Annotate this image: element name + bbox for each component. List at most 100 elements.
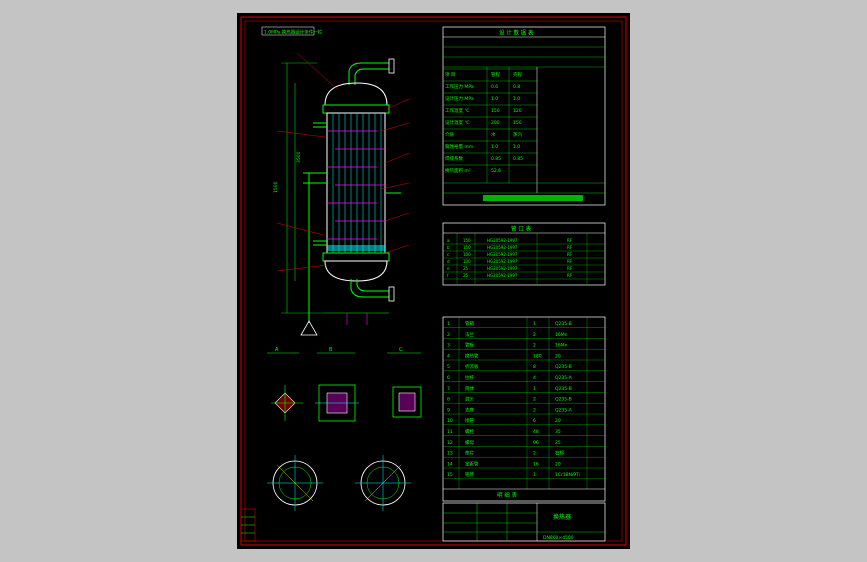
design-row-tube: 0.85 [491,156,501,162]
design-row-tube: 150 [491,108,500,114]
part-row-material: 35 [555,429,561,435]
section-details: A B C [267,347,422,511]
part-row-material: 16Mn [555,343,568,349]
design-row-tube: 水 [491,131,496,138]
nozzle-table-title: 管 口 表 [511,225,531,233]
nozzle-row-dn: 150 [463,245,471,250]
nozzle-row-standard: HG20592-1997 [487,252,518,257]
part-row-quantity: 2 [533,343,536,349]
dim-overall-height: 1500 [273,181,279,193]
part-row-number: 3 [447,343,450,349]
part-row-material: Q235-A [555,375,573,381]
part-row-quantity: 1 [533,386,536,392]
nozzle-row-id: d [447,259,450,264]
dim-shell-height: 3500 [296,151,302,163]
cad-drawing: 1.0MPa 换热器设计条件一栏 [240,16,627,546]
design-row-tube: 52.6 [491,168,501,174]
part-row-quantity: 16 [533,461,539,467]
part-row-material: 16Mn [555,332,568,338]
part-row-name: 铭牌 [465,471,474,478]
part-row-quantity: 180 [533,353,542,359]
design-row-name: 换热面积 m² [445,167,471,174]
nozzle-row-face: RF [567,245,573,250]
top-note-text: 1.0MPa 换热器设计条件一栏 [264,29,323,36]
part-row-number: 7 [447,386,450,392]
title-block-name: 换热器 [553,513,571,521]
nozzle-row-id: a [447,238,450,243]
part-row-number: 1 [447,321,450,327]
design-row-shell: 1.0 [513,144,520,150]
design-row-name: 工作温度 ℃ [445,107,469,114]
part-row-quantity: 96 [533,440,539,446]
part-row-material: 20 [555,461,561,467]
part-row-material: 1Cr18Ni9Ti [555,472,580,478]
part-row-name: 螺母 [465,439,474,446]
nozzle-row-dn: 100 [463,259,471,264]
part-row-number: 8 [447,397,450,403]
nozzle-row-face: RF [567,259,573,264]
section-a-label: A [275,347,279,353]
part-row-number: 13 [447,451,453,457]
part-row-quantity: 2 [533,451,536,457]
part-row-number: 10 [447,418,453,424]
nozzle-row-face: RF [567,252,573,257]
part-row-name: 管箱 [465,320,474,327]
design-row-shell: 1.0 [513,96,520,102]
part-row-name: 定距管 [465,460,479,467]
parts-table-title: 明 细 表 [497,491,517,499]
nozzle-row-id: e [447,266,450,271]
title-block-code: DN800×4500 [543,535,574,541]
design-row-shell: 壳程 [513,71,522,78]
nozzle-row-face: RF [567,238,573,243]
title-block: 换热器 DN800×4500 [442,502,606,542]
nozzle-row-face: RF [567,266,573,271]
design-row-name: 焊缝系数 [445,155,463,162]
part-row-material: 石棉 [555,450,564,457]
part-row-material: Q235-B [555,321,572,327]
nozzle-row-dn: 25 [463,273,469,278]
design-row-tube: 1.0 [491,96,498,102]
part-row-number: 14 [447,461,453,467]
part-row-quantity: 6 [533,418,536,424]
design-row-shell: 150 [513,120,522,126]
part-row-material: Q235-A [555,407,573,413]
design-row-name: 设计压力 MPa [445,95,474,102]
part-row-name: 筒体 [465,385,474,392]
top-note-box [261,26,315,36]
design-row-name: 工作压力 MPa [445,83,474,90]
design-row-name: 介质 [445,131,454,138]
part-row-quantity: 2 [533,332,536,338]
design-row-shell: 0.8 [513,84,520,90]
design-row-tube: 0.6 [491,84,498,90]
part-row-number: 9 [447,407,450,413]
part-row-quantity: 1 [533,321,536,327]
part-row-material: 20 [555,353,561,359]
nozzle-row-standard: HG20592-1997 [487,266,518,271]
nozzle-row-face: RF [567,273,573,278]
design-row-shell: 120 [513,108,522,114]
nozzle-row-standard: HG20592-1997 [487,273,518,278]
part-row-quantity: 2 [533,407,536,413]
part-row-number: 6 [447,375,450,381]
part-row-quantity: 1 [533,472,536,478]
part-row-number: 4 [447,353,450,359]
nozzle-row-id: b [447,245,450,250]
part-row-quantity: 4 [533,375,536,381]
nozzle-row-dn: 100 [463,252,471,257]
nozzle-row-standard: HG20592-1997 [487,259,518,264]
part-row-quantity: 48 [533,429,539,435]
design-row-name: 腐蚀裕量 mm [445,143,473,150]
part-row-quantity: 2 [533,397,536,403]
design-row-name: 设计温度 ℃ [445,119,469,126]
part-row-number: 15 [447,472,453,478]
nozzle-row-dn: 25 [463,266,469,271]
part-row-number: 12 [447,440,453,446]
design-row-shell: 0.85 [513,156,523,162]
part-row-name: 管板 [465,342,474,349]
section-b-label: B [329,347,333,353]
part-row-name: 法兰 [465,331,474,338]
part-row-material: Q235-B [555,364,572,370]
heat-exchanger-elevation: 1500 3500 [273,52,410,336]
